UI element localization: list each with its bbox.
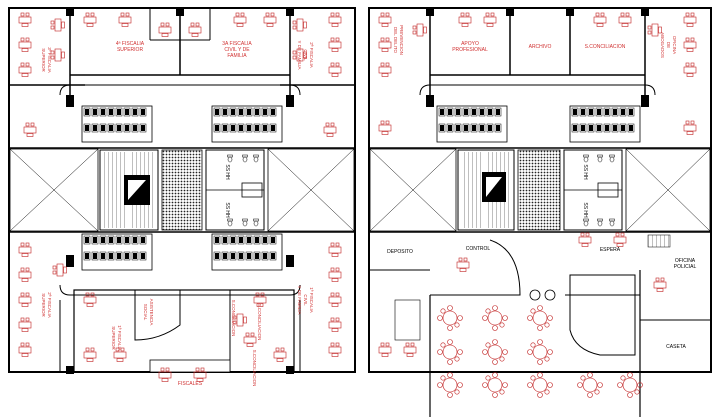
right-shelves-right (569, 105, 641, 143)
label-conciliacion-2: S.CONCILIACION (252, 350, 257, 387)
label-1-fiscalia-superior-vertical: 1ª FISCALIASUPERIOR (111, 325, 122, 350)
shelves-top-right (211, 105, 283, 143)
right-restroom-core (563, 149, 623, 231)
shaft-left (9, 148, 99, 232)
label-fiscales: FISCALES (178, 381, 203, 387)
stairs-left (99, 149, 159, 231)
label-2-fiscalia-superior-vertical: 2ª FISCALIASUPERIOR (41, 292, 52, 317)
label-right-ss-hh-1: SS HH (582, 164, 588, 180)
left-building: 4ª FISCALIASUPERIOR 3A FISCALIACIVIL Y D… (8, 7, 356, 387)
label-asistencia-social: ASISTENCIASOCIAL (143, 299, 154, 326)
label-prevencion: PREVENCIONDEL DELITO (393, 25, 404, 55)
label-2-fiscalia-civil-vertical: 2ª FISCALIACIVILY DE FAMILIA (297, 41, 314, 70)
label-ss-hh-2: SS HH (224, 202, 230, 218)
restroom-core (205, 149, 265, 231)
label-control: CONTROL (466, 246, 491, 252)
label-right-conciliacion: S.CONCILIACION (585, 44, 626, 50)
right-shelves-left (436, 105, 508, 143)
label-archivo: ARCHIVO (529, 44, 552, 50)
label-caseta: CASETA (666, 344, 686, 350)
right-elevator-hatch (517, 149, 561, 231)
label-oficina-abogados: OFICINADEABOGADOS (660, 32, 677, 58)
right-stairs (457, 149, 515, 231)
label-conciliacion-3: S.CONCILIACION (257, 304, 262, 341)
elevator-hatch (161, 149, 203, 231)
label-1-fiscalia-civil-vertical: 1ª FISCALIACIVILY DE FAMILIA (297, 286, 314, 315)
label-3-fiscalia-superior-vertical: 3ª FISCALIASUPERIOR (41, 47, 52, 72)
shelves-bottom-right (211, 233, 283, 271)
shelves-top-left (81, 105, 153, 143)
right-shaft-left (369, 148, 457, 232)
shelves-bottom-left (81, 233, 153, 271)
shaft-right (267, 148, 355, 232)
label-ss-hh-1: SS HH (224, 164, 230, 180)
label-espera: ESPERA (600, 247, 621, 253)
right-shaft-right (625, 148, 711, 232)
label-deposito: DEPOSITO (387, 249, 413, 255)
label-right-ss-hh-2: SS HH (582, 202, 588, 218)
label-conciliacion-1: S.CONCILIACION (231, 300, 236, 337)
